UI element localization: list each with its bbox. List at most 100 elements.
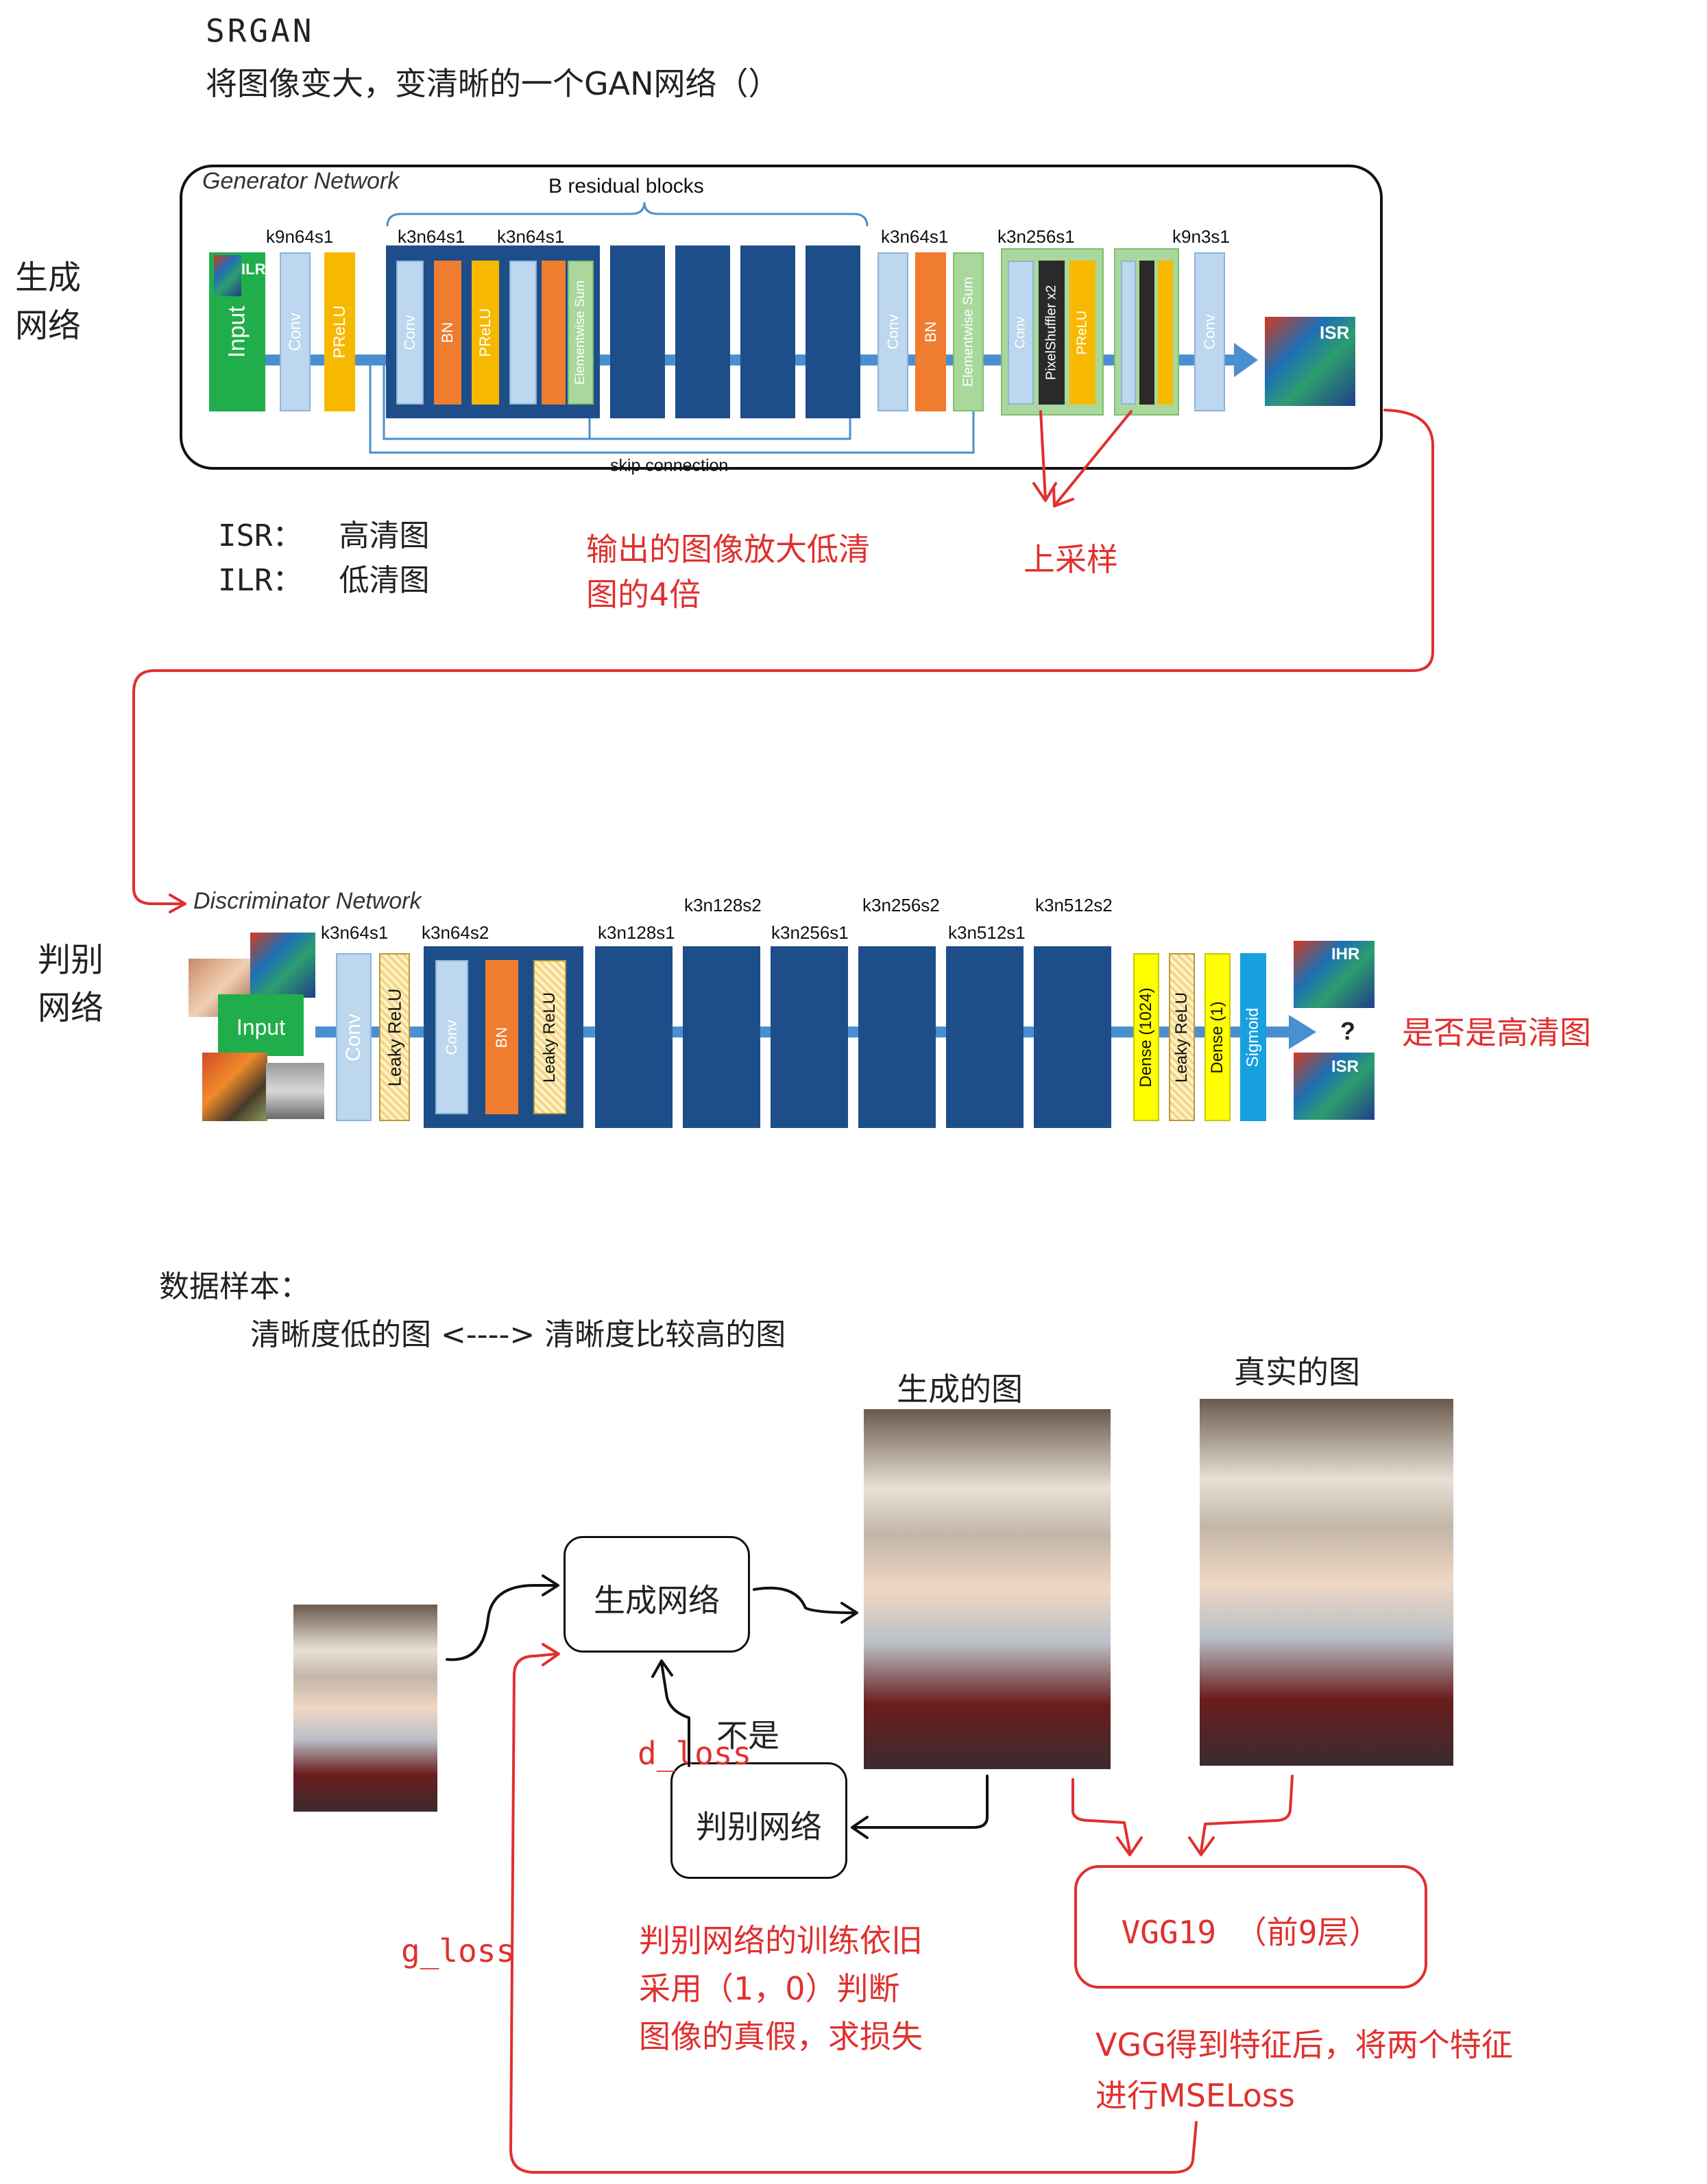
sr-output-image	[1265, 317, 1355, 406]
residual-title: B residual blocks	[548, 175, 704, 197]
gen-residual-block-2	[610, 245, 665, 418]
gen-residual-block-3	[675, 245, 730, 418]
page-subtitle: 将图像变大，变清晰的一个GAN网络（）	[206, 65, 780, 102]
disc-conv-block-2	[595, 946, 673, 1128]
disc-network-box-label: 判别网络	[696, 1808, 822, 1845]
disc-side-label-line1: 判别	[38, 941, 104, 979]
upsample-note: 上采样	[1024, 541, 1118, 578]
gen-conv-final: Conv	[1194, 252, 1225, 411]
disc-training-note: 判别网络的训练依旧 采用（1，0）判断 图像的真假，求损失	[639, 1917, 923, 2061]
discriminator-side-label: 判别 网络	[38, 936, 104, 1032]
sr-tag: ISR	[1320, 322, 1350, 343]
res-conv-2	[509, 261, 537, 405]
gen-network-box-label: 生成网络	[594, 1582, 720, 1619]
dblock1-conv: Conv	[435, 960, 468, 1114]
disc-kernel-high-3: k3n512s2	[1035, 895, 1113, 915]
generator-side-label-line1: 生成	[15, 259, 82, 297]
dblock1-bn: BN	[485, 960, 518, 1114]
gen-network-box: 生成网络	[564, 1536, 750, 1653]
disc-network-box: 判别网络	[670, 1762, 847, 1879]
vgg-note-line1: VGG得到特征后，将两个特征	[1095, 2026, 1513, 2063]
vgg-note: VGG得到特征后，将两个特征 进行MSELoss	[1095, 2019, 1513, 2121]
res-conv-1: Conv	[396, 261, 424, 405]
vgg-box: VGG19 （前9层）	[1074, 1865, 1427, 1989]
disc-side-label-line2: 网络	[38, 989, 104, 1027]
generator-panel	[180, 165, 1383, 470]
page-title: SRGAN	[206, 12, 315, 49]
generator-side-label-line2: 网络	[15, 307, 82, 345]
disc-input-photo-4	[266, 1063, 324, 1119]
disc-conv-block-5	[858, 946, 936, 1128]
disc-sr-tag-text: SR	[1335, 1057, 1359, 1076]
lr-tag-text: LR	[245, 261, 266, 278]
gen-prelu-1: PReLU	[324, 252, 355, 411]
lr-thumbnail	[214, 255, 241, 296]
disc-kernel-low-5: k3n512s1	[948, 922, 1026, 943]
gen-residual-block-5	[806, 245, 860, 418]
disc-leaky-2: Leaky ReLU	[1169, 953, 1195, 1121]
generated-sample-image	[864, 1409, 1111, 1769]
g-loss-label: g_loss	[401, 1932, 516, 1969]
vgg-box-label: VGG19 （前9层）	[1121, 1914, 1381, 1951]
low-res-sample-image	[293, 1605, 437, 1812]
dblock1-leaky: Leaky ReLU	[533, 960, 566, 1114]
gen-kernel-1: k9n64s1	[266, 226, 334, 247]
disc-kernel-high-1: k3n128s2	[684, 895, 762, 915]
disc-conv-block-6	[946, 946, 1024, 1128]
disc-conv-1: Conv	[336, 953, 372, 1121]
ilr-key: ILR：	[218, 563, 303, 598]
ups-prelu: PReLU	[1069, 261, 1095, 405]
gen-conv-2: Conv	[877, 252, 908, 411]
disc-kernel-high-2: k3n256s2	[862, 895, 940, 915]
disc-answer-note: 是否是高清图	[1402, 1014, 1591, 1051]
res-bn-1: BN	[434, 261, 461, 405]
disc-question-mark: ?	[1340, 1017, 1355, 1045]
disc-sr-tag: ISR	[1331, 1057, 1359, 1076]
skip-connection-label: skip connection	[610, 456, 729, 475]
ilr-value: 低清图	[339, 563, 430, 598]
generator-side-label: 生成 网络	[15, 254, 81, 350]
disc-kernel-low-1: k3n64s1	[321, 922, 389, 943]
disc-note-line1: 判别网络的训练依旧	[639, 1922, 923, 1959]
res-elementwise: Elementwise Sum	[568, 261, 594, 405]
gen-kernel-5: k3n256s1	[997, 226, 1075, 247]
disc-dense-1: Dense (1)	[1204, 953, 1231, 1121]
data-pair: 清晰度低的图 <----> 清晰度比较高的图	[250, 1317, 786, 1352]
ups-pixelshuffler: PixelShuffler x2	[1039, 261, 1065, 405]
generator-panel-title: Generator Network	[202, 168, 400, 194]
ups-conv: Conv	[1008, 261, 1034, 405]
ups2-conv	[1121, 261, 1136, 405]
disc-hr-image	[1294, 941, 1375, 1008]
disc-conv-block-7	[1034, 946, 1111, 1128]
disc-conv-block-4	[771, 946, 848, 1128]
gen-kernel-6: k9n3s1	[1172, 226, 1230, 247]
data-heading: 数据样本：	[159, 1269, 310, 1304]
res-bn-2	[542, 261, 566, 405]
d-loss-label: d_loss	[638, 1735, 752, 1772]
isr-definition: ISR： 高清图	[218, 511, 429, 555]
output-note-line1: 输出的图像放大低清	[586, 531, 870, 568]
disc-input-photo-3	[202, 1053, 267, 1121]
gen-bn: BN	[915, 252, 946, 411]
generated-image-label: 生成的图	[897, 1371, 1023, 1408]
ups2-pixelshuffler	[1139, 261, 1154, 405]
gen-kernel-2: k3n64s1	[398, 226, 465, 247]
hr-tag-text: HR	[1335, 945, 1360, 963]
real-sample-image	[1200, 1399, 1453, 1766]
disc-note-line2: 采用（1，0）判断	[639, 1970, 900, 2007]
not-label: 不是	[716, 1717, 779, 1754]
disc-kernel-low-4: k3n256s1	[771, 922, 849, 943]
hr-tag: IHR	[1331, 945, 1360, 963]
isr-key: ISR：	[218, 518, 303, 553]
output-note: 输出的图像放大低清 图的4倍	[586, 527, 870, 617]
disc-sr-image	[1294, 1053, 1375, 1120]
gen-residual-block-4	[740, 245, 795, 418]
disc-kernel-low-3: k3n128s1	[598, 922, 675, 943]
ilr-definition: ILR： 低清图	[218, 555, 429, 599]
disc-kernel-low-2: k3n64s2	[422, 922, 489, 943]
ups2-prelu	[1158, 261, 1173, 405]
disc-leaky-1: Leaky ReLU	[379, 953, 410, 1121]
sr-tag-text: SR	[1324, 322, 1350, 343]
disc-note-line3: 图像的真假，求损失	[639, 2018, 923, 2055]
